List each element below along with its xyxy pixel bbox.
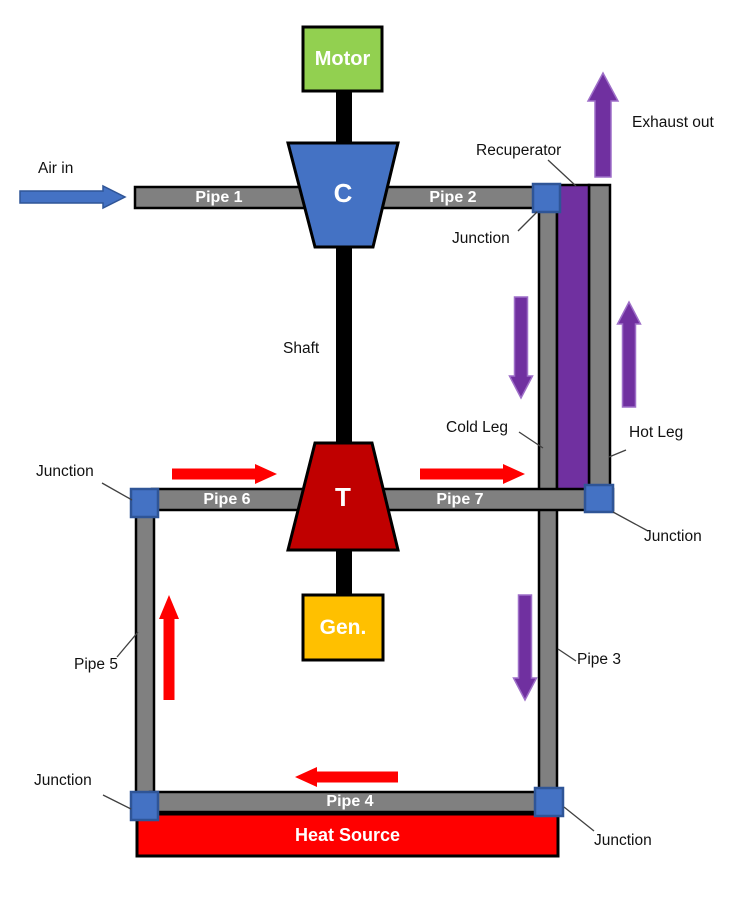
turbine-trapezoid [286,441,400,552]
pipe3-label: Pipe 3 [577,651,621,668]
leader-recuperator [547,159,577,187]
leader-pipe5 [116,631,139,658]
air-in-label: Air in [38,160,74,177]
hot-leg-up-arrow-icon [616,300,642,408]
leader-junction-bottom-right [563,806,595,832]
cold-leg-label: Cold Leg [446,419,509,436]
flow-arrow-pipe7-icon [420,464,525,484]
flow-arrow-pipe4-icon [295,767,398,787]
recuperator-label: Recuperator [476,142,562,159]
leader-cold-leg [518,431,544,449]
heat-source-box [135,812,560,858]
junction-left-label: Junction [36,463,94,480]
junction-top-label: Junction [452,230,510,247]
leader-junction-right [612,511,649,532]
cold-leg-pipe [537,207,559,495]
cold-leg-down-arrow-icon [508,296,534,400]
heat-source-label: Heat Source [294,824,401,845]
junction-bottom-right-label: Junction [594,832,652,849]
leader-hot-leg [608,449,627,458]
leader-junction-top [517,211,538,232]
leader-junction-left [101,482,133,501]
junction-bottom-left-label: Junction [34,772,92,789]
leader-pipe3 [557,648,577,662]
pipe7-label: Pipe 7 [436,490,484,508]
hot-leg-pipe [587,183,612,489]
exhaust-up-arrow-icon [586,71,620,178]
pipe-5 [134,500,156,804]
compressor-label: C [333,177,353,208]
generator-box [301,593,385,662]
pipe-3 [537,504,559,802]
pipe1-label: Pipe 1 [195,188,243,206]
hot-leg-label: Hot Leg [629,424,684,441]
junction-left [129,487,160,519]
pipe3-down-arrow-icon [512,594,538,702]
junction-bottom-right [533,786,565,818]
shaft-label: Shaft [283,340,320,357]
pipe4-label: Pipe 4 [326,793,374,810]
turbine-label: T [335,481,351,512]
exhaust-out-label: Exhaust out [632,114,714,131]
compressor-trapezoid [286,141,400,249]
flow-arrow-pipe5-icon [159,595,179,700]
air-in-arrow-icon [19,184,127,210]
motor-box [301,25,384,93]
junction-right-label: Junction [644,528,702,545]
recuperator-core [555,183,591,494]
junction-bottom-left [129,790,160,822]
junction-right [583,483,615,514]
pipe2-label: Pipe 2 [429,188,477,206]
generator-label: Gen. [319,615,367,639]
pipe5-label: Pipe 5 [74,656,118,673]
leader-junction-bottom-left [102,794,132,810]
flow-arrow-pipe6-icon [172,464,277,484]
pipe6-label: Pipe 6 [203,490,251,508]
junction-top [531,182,562,214]
motor-label: Motor [314,47,371,70]
